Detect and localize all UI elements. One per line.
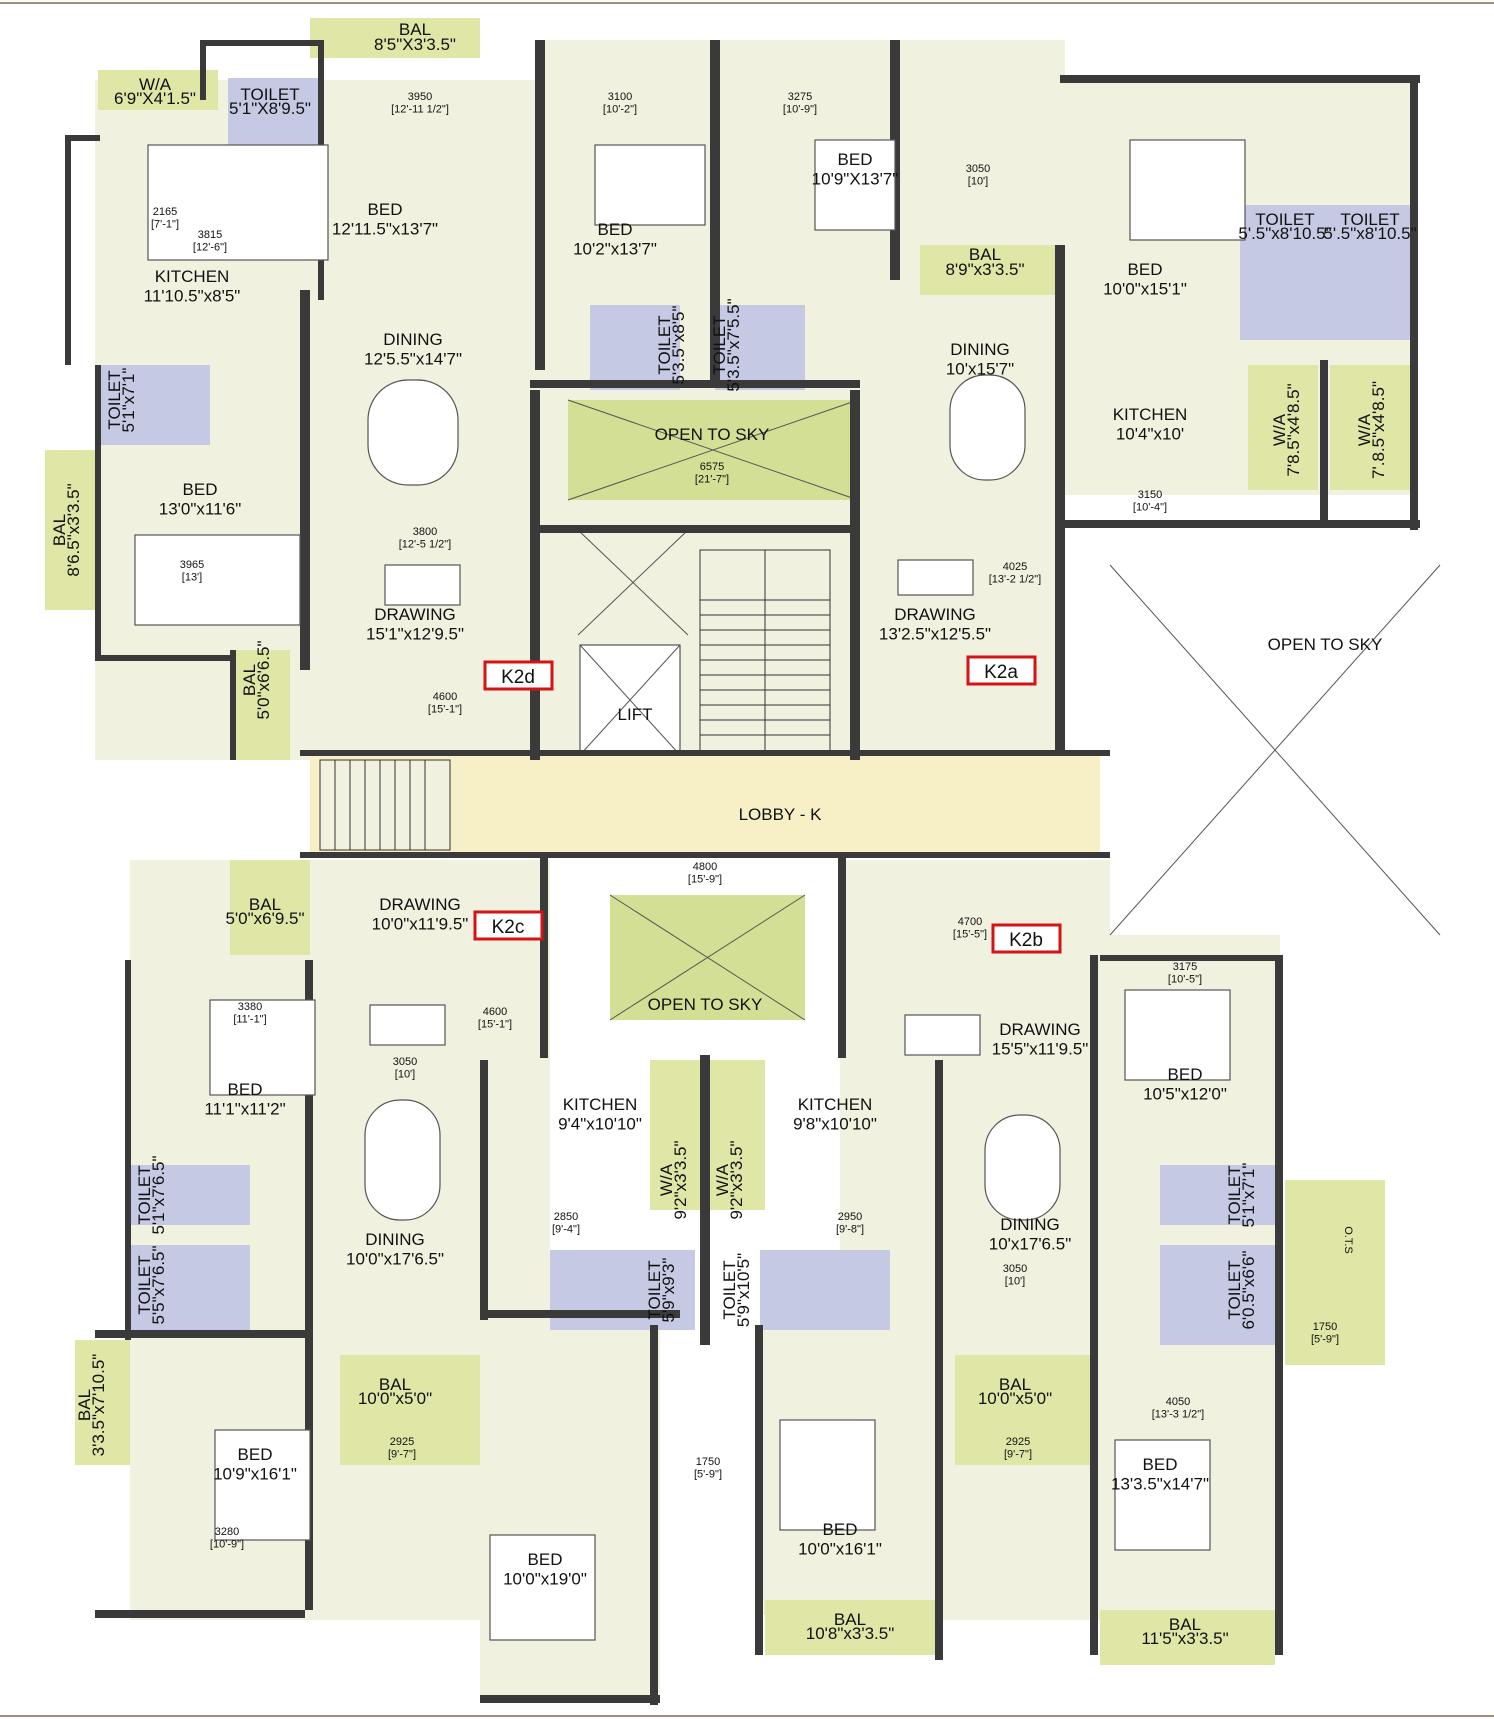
d3150-label: 3150[10'-4"] [1133, 489, 1167, 514]
d6575-label: 6575[21'-7"] [695, 461, 729, 486]
unit-tag-k2d: K2d [483, 660, 554, 691]
open-to-sky-right-label: OPEN TO SKY [1268, 635, 1383, 654]
k2c-wa-label: W/A9'2"x3'3.5" [657, 1140, 690, 1219]
d2950-label: 2950[9'-8"] [836, 1211, 864, 1236]
d3815-label: 3815[12'-6"] [193, 229, 227, 254]
k2b-wa-label: W/A9'2"x3'3.5" [713, 1140, 746, 1219]
d1750b-label: 1750[5'-9"] [1311, 1321, 1339, 1346]
d1750a-label: 1750[5'-9"] [694, 1456, 722, 1481]
unit-tag-label: K2b [1009, 930, 1043, 951]
walls [65, 40, 1420, 1705]
furniture [134, 139, 1246, 1641]
unit-tag-label: K2a [984, 662, 1018, 683]
d3050c-label: 3050[10'] [1003, 1263, 1027, 1288]
dimension-labels: 3950[12'-11 1/2"] 3100[10'-2"] 3275[10'-9"… [151, 91, 1339, 1551]
k2a-wa1-label: W/A7'8.5"x4'8.5" [1270, 383, 1303, 476]
unit-tag-label: K2d [501, 667, 535, 688]
k2b-toilet2-label: TOILET5'1"x7'1" [1225, 1163, 1258, 1228]
unit-tag-k2c: K2c [473, 910, 544, 941]
d3100-label: 3100[10'-2"] [603, 91, 637, 116]
lift-label: LIFT [618, 705, 653, 724]
lobby-label: LOBBY - K [739, 805, 822, 824]
k2a-wa2-label: W/A7'.8.5"x4'8.5" [1355, 381, 1388, 479]
d3175-label: 3175[10'-5"] [1168, 961, 1202, 986]
unit-tag-label: K2c [492, 917, 525, 938]
d3050b-label: 3050[10'] [393, 1056, 417, 1081]
k2a-toilet2-label: TOILET5'3.5"x7'5.5" [710, 298, 743, 391]
stairs [319, 549, 831, 851]
d4700-label: 4700[15'-5"] [953, 916, 987, 941]
ots-label: O.T.S [1342, 1226, 1354, 1254]
d3050a-label: 3050[10'] [966, 163, 990, 188]
d3280-label: 3280[10'-9"] [210, 1526, 244, 1551]
unit-k2b [710, 860, 1385, 1665]
d3275-label: 3275[10'-9"] [783, 91, 817, 116]
d4600a-label: 4600[15'-1"] [428, 691, 462, 716]
open-to-sky-upper-label: OPEN TO SKY [655, 425, 770, 444]
k2a-toilet1-label: TOILET5'3.5"x8'5" [655, 305, 688, 384]
k2d-bal3-label: BAL5'0"x6'6.5" [240, 640, 273, 719]
k2c-toilet2-label: TOILET5'5"x7'6.5" [135, 1245, 168, 1324]
d3380-label: 3380[11'-1"] [233, 1001, 266, 1026]
k2b-toilet1-label: TOILET5'9"x10'5" [720, 1253, 753, 1327]
d2925b-label: 2925[9'-7"] [1004, 1436, 1032, 1461]
d2850-label: 2850[9'-4"] [552, 1211, 580, 1236]
d3800-label: 3800[12'-5 1/2"] [399, 526, 451, 551]
k2c-bal3-label: BAL3'3.5"x7'10.5" [75, 1354, 108, 1457]
k2b-toilet3-label: TOILET6'0.5"x6'6" [1225, 1250, 1258, 1329]
k2c-toilet3-label: TOILET5'9"x9'3" [645, 1258, 678, 1323]
d4800-label: 4800[15'-9"] [688, 861, 722, 886]
k2d-bal2-label: BAL8'6.5"x3'3.5" [50, 483, 83, 576]
open-to-sky-lower-label: OPEN TO SKY [648, 995, 763, 1014]
k2d-toilet2-label: TOILET5'1"x7'1" [105, 368, 138, 433]
d4050-label: 4050[13'-3 1/2"] [1152, 1396, 1204, 1421]
d2165-label: 2165[7'-1"] [151, 206, 179, 231]
d3965-label: 3965[13'] [180, 559, 204, 584]
d4600b-label: 4600[15'-1"] [478, 1006, 512, 1031]
unit-tag-k2b: K2b [991, 923, 1062, 954]
lift-shaft [579, 644, 681, 756]
k2c-toilet1-label: TOILET5'1"x7'6.5" [135, 1155, 168, 1234]
unit-tag-k2a: K2a [966, 655, 1037, 686]
d4025-label: 4025[13'-2 1/2"] [989, 561, 1041, 586]
d2925a-label: 2925[9'-7"] [388, 1436, 416, 1461]
d3950-label: 3950[12'-11 1/2"] [391, 91, 449, 116]
